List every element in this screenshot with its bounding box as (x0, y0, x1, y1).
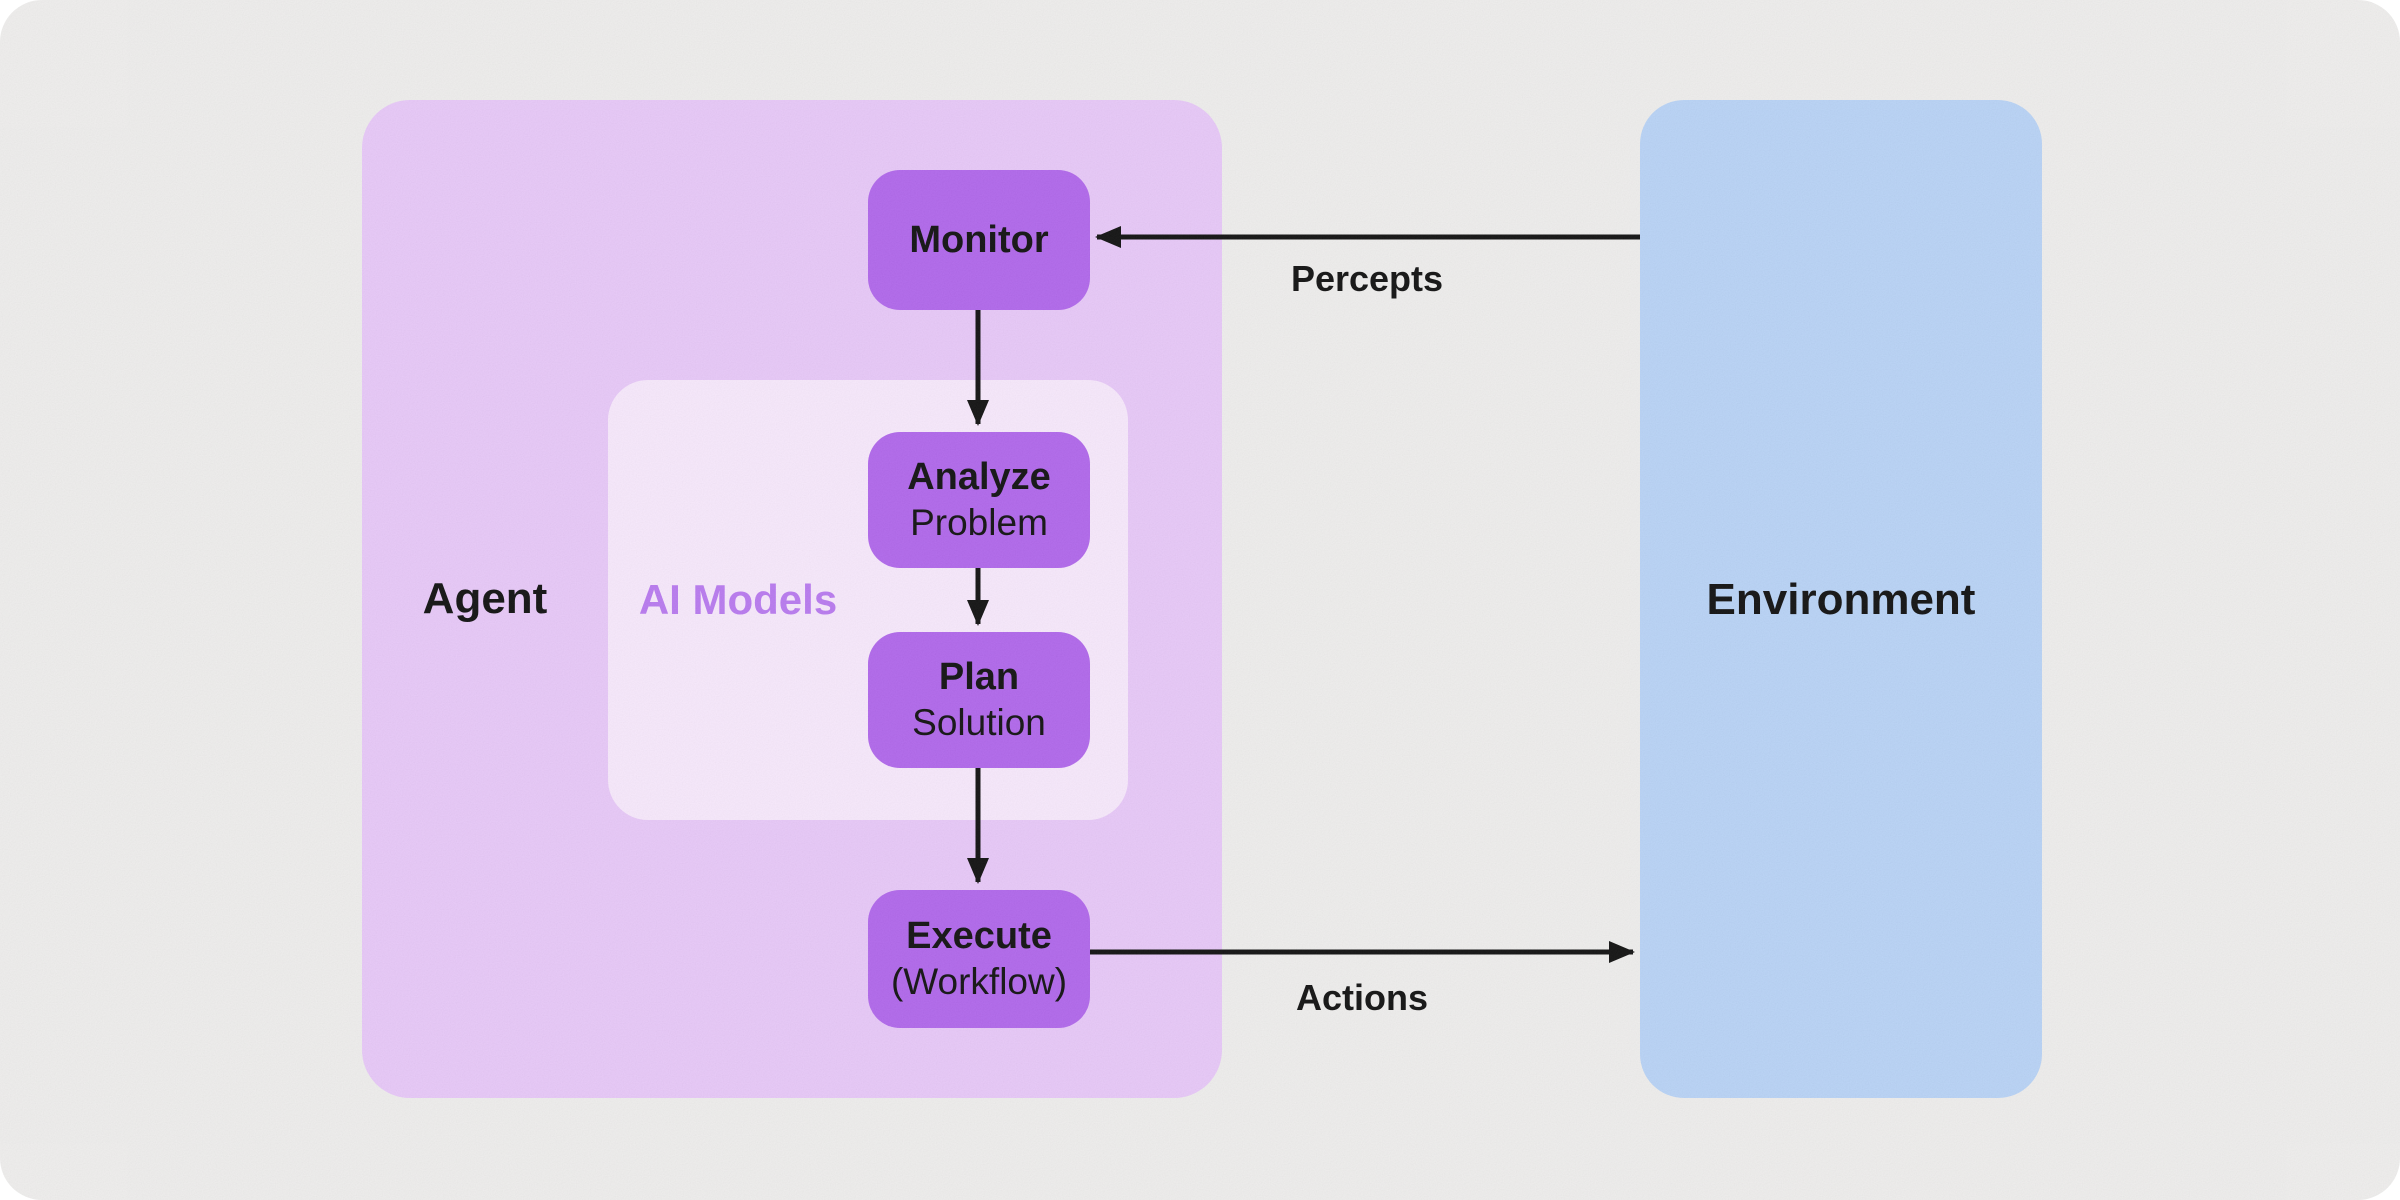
node-analyze: Analyze Problem (868, 432, 1090, 568)
node-monitor-title: Monitor (909, 219, 1049, 261)
node-execute-subtitle: (Workflow) (890, 961, 1068, 1002)
node-plan-title: Plan (938, 656, 1020, 698)
node-monitor: Monitor (868, 170, 1090, 310)
node-execute-title: Execute (906, 915, 1052, 957)
node-analyze-title: Analyze (907, 456, 1051, 498)
actions-edge-label: Actions (1295, 977, 1429, 1018)
environment-label: Environment (1706, 575, 1976, 624)
node-analyze-subtitle: Problem (910, 502, 1048, 543)
percepts-edge-label: Percepts (1290, 258, 1444, 299)
node-plan-subtitle: Solution (912, 702, 1046, 743)
node-execute: Execute (Workflow) (868, 890, 1090, 1028)
node-plan: Plan Solution (868, 632, 1090, 768)
agent-label: Agent (422, 574, 548, 623)
ai-models-label: AI Models (638, 576, 838, 623)
